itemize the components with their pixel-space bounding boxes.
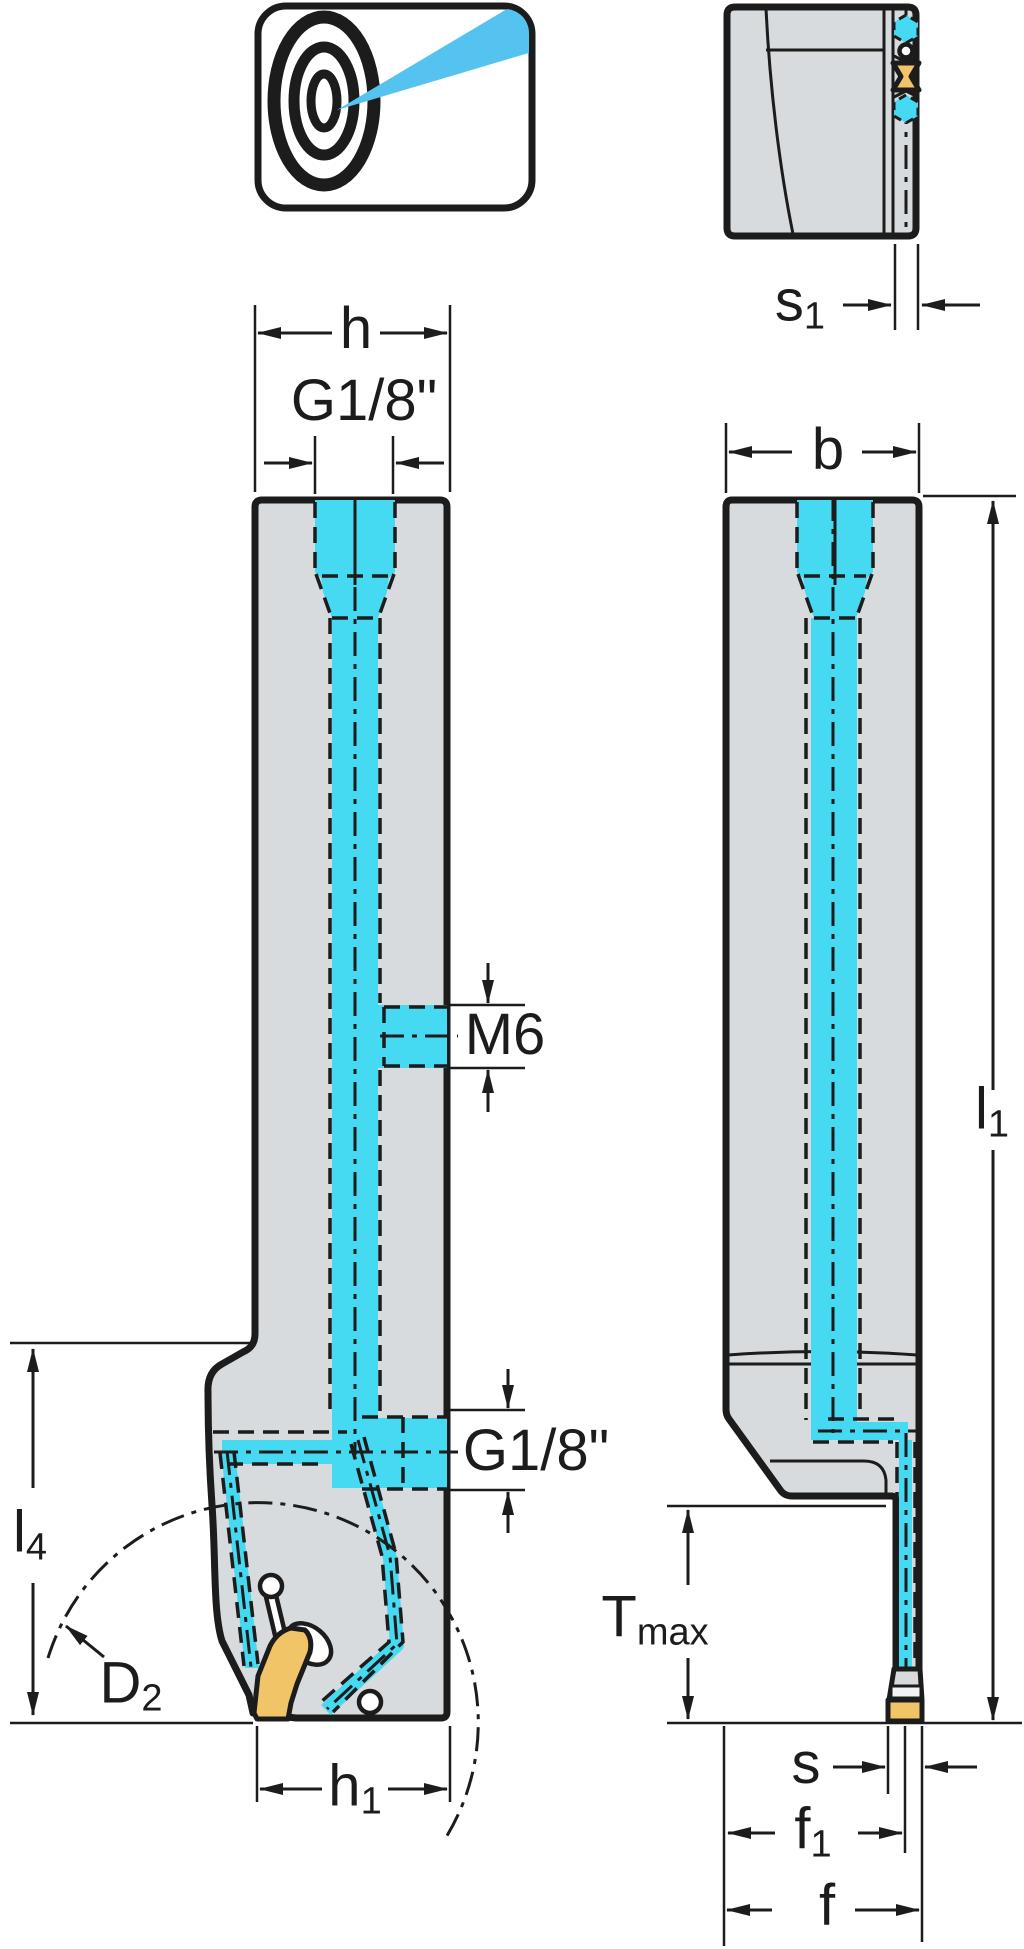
front-body (204, 496, 451, 1722)
clamp-screw-top (897, 42, 915, 60)
front-centerlines (46, 497, 480, 1840)
side-view (667, 423, 1022, 1946)
body-hole (356, 1688, 384, 1716)
dimension-tmax (667, 1504, 886, 1720)
coolant-hole-top (894, 15, 918, 43)
clamp-pin-head (257, 1572, 285, 1600)
side-centerlines (818, 497, 916, 1704)
dimension-l4 (10, 1341, 253, 1725)
dim-label-g18-top: G1/8" (290, 368, 438, 433)
precision-coolant-target-icon (254, 2, 536, 212)
dim-label-h: h (339, 296, 373, 361)
dim-label-f1: f1 (794, 1796, 832, 1866)
dim-label-tmax: Tmax (601, 1584, 709, 1654)
dim-label-b: b (811, 417, 845, 482)
dim-label-d2: D2 (99, 1650, 163, 1720)
dim-label-f: f (818, 1873, 836, 1938)
dimension-s1 (843, 244, 980, 330)
dimension-h (253, 305, 452, 492)
dim-label-l4: l4 (12, 1499, 48, 1569)
dim-label-s1: s1 (774, 268, 826, 338)
dimension-g18-side (449, 1369, 525, 1533)
dimension-m6 (449, 963, 525, 1112)
insert-front-view (251, 1625, 314, 1722)
dimension-b (724, 423, 921, 493)
side-insert-assembly (885, 1666, 925, 1724)
dimension-f1 (722, 1726, 907, 1946)
dimension-f (726, 1726, 924, 1942)
insert-top-view (890, 60, 922, 93)
front-view (10, 305, 525, 1840)
dimension-s (833, 1726, 977, 1794)
side-hidden-lines (795, 502, 917, 1688)
dim-label-g18-side: G1/8" (462, 1418, 610, 1483)
dim-label-l1: l1 (974, 1076, 1010, 1146)
side-coolant-channels (797, 500, 912, 1684)
dimension-l1 (667, 494, 1022, 1725)
dimension-g18-top (264, 436, 444, 494)
front-insert-assembly (251, 1572, 384, 1722)
coolant-jet-shape (337, 9, 529, 110)
dimension-h1 (255, 1726, 452, 1802)
dim-label-h1: h1 (328, 1753, 382, 1823)
top-view (723, 3, 980, 330)
dim-label-m6: M6 (464, 1002, 546, 1067)
dim-label-s: s (791, 1731, 821, 1796)
insert-side-view (885, 1697, 925, 1724)
d2-circle (46, 1501, 480, 1840)
dimension-d2 (65, 1624, 105, 1659)
coolant-hole-top-2 (894, 95, 918, 123)
